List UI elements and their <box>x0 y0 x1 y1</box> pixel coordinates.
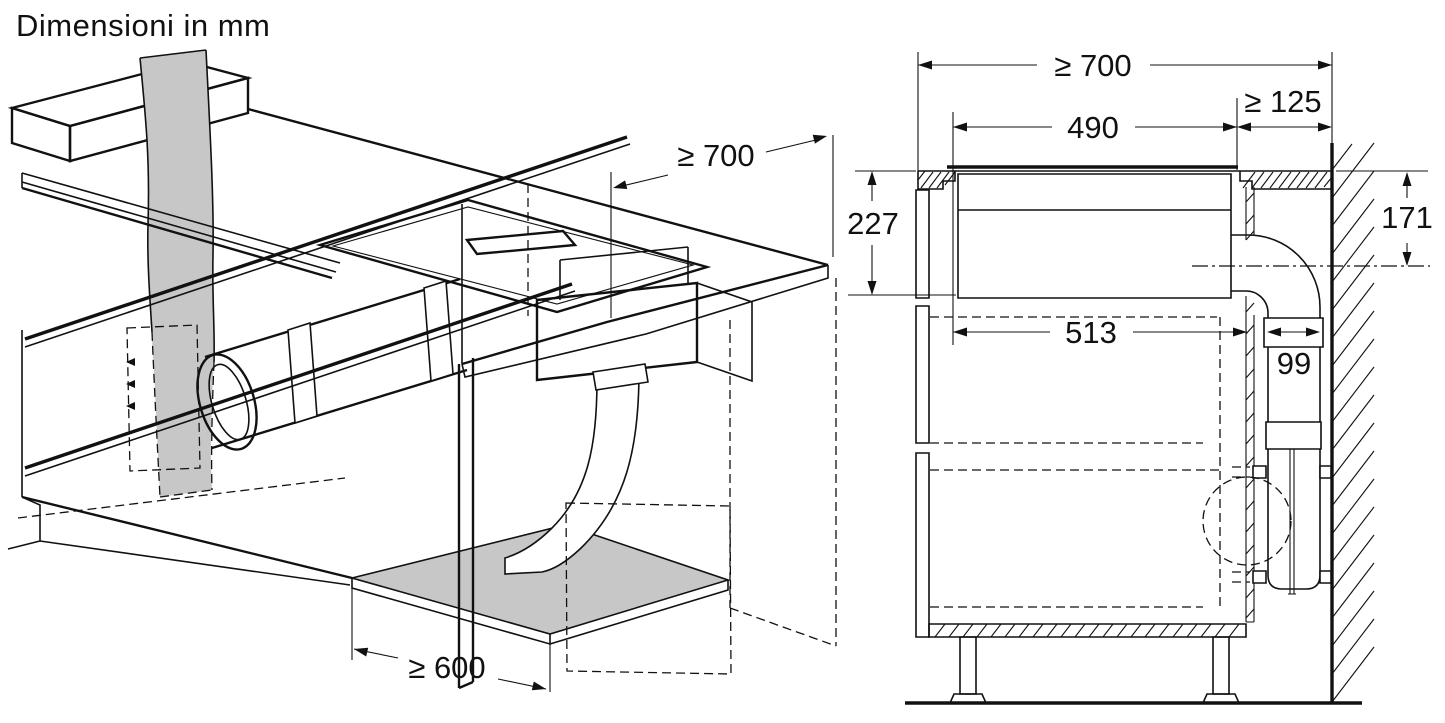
dim-min-wall-clearance: ≥ 125 <box>1244 84 1321 119</box>
iso-back-unit <box>7 60 253 163</box>
back-panel <box>1245 187 1255 623</box>
dim-min-worktop-depth: ≥ 700 <box>1054 48 1131 83</box>
dim-installation-depth: 227 <box>847 206 899 241</box>
blower-outline <box>1202 476 1292 566</box>
section-view: ≥ 700 490 ≥ 125 227 171 <box>847 48 1433 705</box>
dim-min-distance: ≥ 700 <box>677 138 754 173</box>
iso-dimensions: ≥ 700 ≥ 600 <box>351 134 834 692</box>
dim-min-cabinet-width: ≥ 600 <box>408 650 485 685</box>
duct-section <box>1202 234 1332 595</box>
worktop-left-band <box>21 172 341 280</box>
appliance-section <box>957 173 1232 299</box>
flat-duct <box>126 277 468 472</box>
worktop-section <box>917 165 1333 190</box>
cabinet-section <box>915 189 1247 704</box>
base-shelf <box>348 524 731 646</box>
wall <box>1330 142 1375 703</box>
isometric-view: ≥ 700 ≥ 600 <box>7 49 837 692</box>
dim-duct-width: 99 <box>1277 346 1311 381</box>
dim-appliance-depth: 513 <box>1065 315 1117 350</box>
duct-strip <box>139 49 215 498</box>
dim-cutout-depth: 490 <box>1067 110 1119 145</box>
dashed-outlines <box>17 184 837 675</box>
u-bend-duct <box>504 363 649 575</box>
vent-slot <box>464 229 578 256</box>
plenum-box <box>535 246 753 383</box>
page-title: Dimensioni in mm <box>16 8 271 43</box>
cabinet-fronts <box>7 135 631 690</box>
section-dimensions: ≥ 700 490 ≥ 125 227 171 <box>847 48 1433 381</box>
dim-outlet-drop: 171 <box>1381 200 1433 235</box>
